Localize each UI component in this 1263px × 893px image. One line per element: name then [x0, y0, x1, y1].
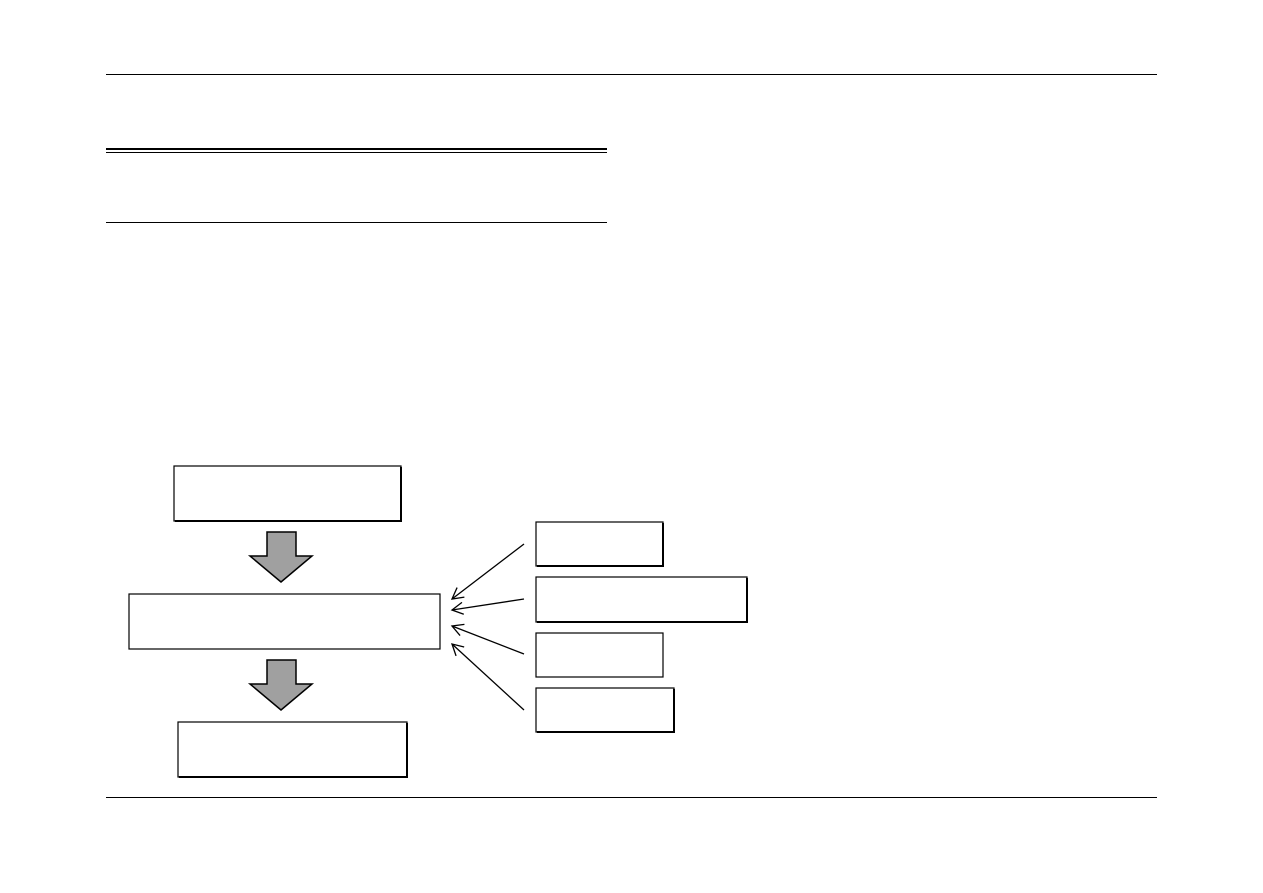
flow-node-top — [173, 465, 402, 522]
down-block-arrow-1 — [247, 531, 315, 583]
flow-node-bottom — [177, 721, 408, 778]
side-node-3 — [535, 632, 664, 678]
connector-arrow-3 — [450, 623, 525, 655]
footer-rule — [106, 797, 1157, 798]
side-node-1 — [535, 521, 664, 567]
side-node-2 — [535, 576, 748, 623]
down-block-arrow-2 — [247, 659, 315, 711]
connector-arrow-2 — [450, 598, 525, 615]
side-node-4 — [535, 687, 675, 733]
header-rule — [106, 74, 1157, 75]
title-double-rule-lower — [106, 152, 607, 153]
flow-node-middle — [128, 593, 441, 650]
title-double-rule-upper — [106, 148, 607, 150]
title-underline-rule — [106, 222, 607, 223]
connector-arrow-4 — [450, 643, 525, 711]
connector-arrow-1 — [450, 543, 525, 600]
